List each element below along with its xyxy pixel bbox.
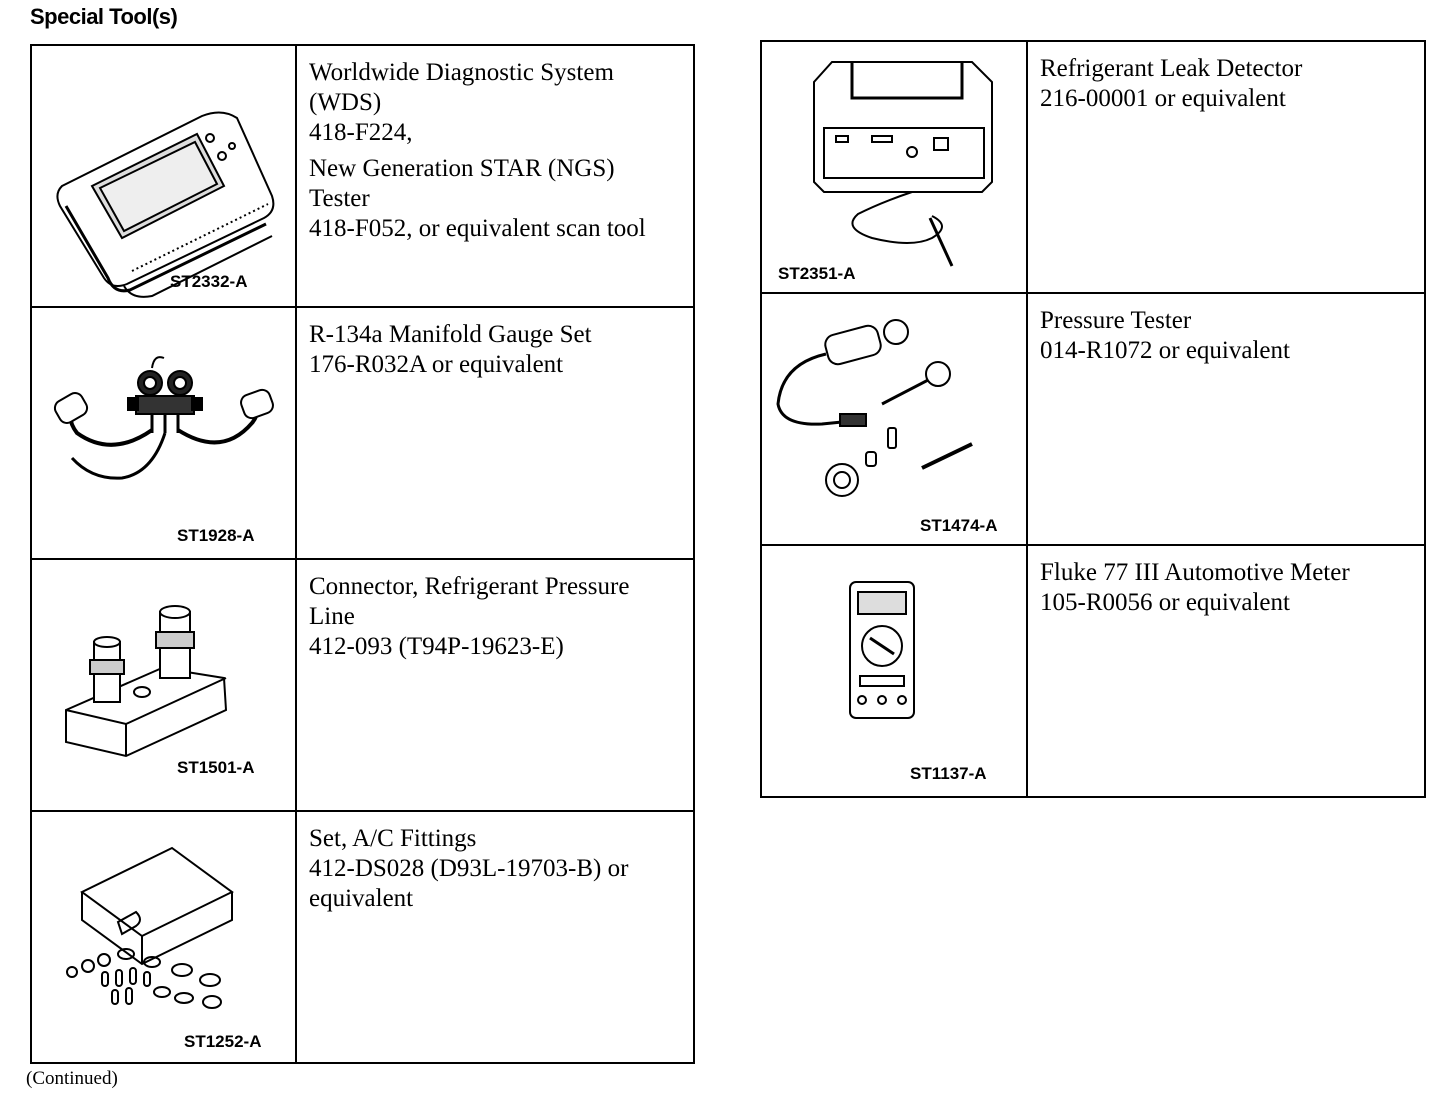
tool-description-line: 216-00001 or equivalent <box>1040 85 1286 112</box>
tool-description-line: R-134a Manifold Gauge Set <box>309 321 592 348</box>
tool-code: ST2332-A <box>170 272 248 291</box>
tool-row: ST2351-A Refrigerant Leak Detector 216-0… <box>760 40 1426 294</box>
tool-description-line: 418-F224, <box>309 119 413 146</box>
tool-description-cell: Fluke 77 III Automotive Meter 105-R0056 … <box>1026 544 1426 798</box>
tool-row: ST1501-A Connector, Refrigerant Pressure… <box>30 558 695 812</box>
tool-description-line: Pressure Tester <box>1040 307 1192 334</box>
tool-illustration-cell: ST1252-A <box>30 810 297 1064</box>
tool-illustration-cell: ST2332-A <box>30 44 297 308</box>
tool-illustration-cell: ST1474-A <box>760 292 1028 546</box>
tool-description-cell: Set, A/C Fittings 412-DS028 (D93L-19703-… <box>295 810 695 1064</box>
tool-row: ST1252-A Set, A/C Fittings 412-DS028 (D9… <box>30 810 695 1064</box>
tool-description-line: Worldwide Diagnostic System <box>309 59 614 86</box>
tool-description-cell: Worldwide Diagnostic System (WDS) 418-F2… <box>295 44 695 308</box>
tool-description-line: 105-R0056 or equivalent <box>1040 589 1290 616</box>
tool-illustration-cell: ST1928-A <box>30 306 297 560</box>
tool-description-line: Refrigerant Leak Detector <box>1040 55 1303 82</box>
tool-description-line: Connector, Refrigerant Pressure <box>309 573 630 600</box>
tool-description-line: 412-093 (T94P-19623-E) <box>309 633 564 660</box>
tool-illustration-cell: ST2351-A <box>760 40 1028 294</box>
tool-description-line: 176-R032A or equivalent <box>309 351 564 378</box>
left-tools-table: ST2332-A Worldwide Diagnostic System (WD… <box>30 44 695 1064</box>
tool-code: ST1501-A <box>177 758 255 777</box>
tool-row: ST1928-A R-134a Manifold Gauge Set 176-R… <box>30 306 695 560</box>
tool-illustration-cell: ST1501-A <box>30 558 297 812</box>
scan-tool-icon <box>56 111 275 298</box>
tool-row: ST2332-A Worldwide Diagnostic System (WD… <box>30 44 695 308</box>
tool-illustration-cell: ST1137-A <box>760 544 1028 798</box>
tool-description-line: Fluke 77 III Automotive Meter <box>1040 559 1350 586</box>
tool-description-line: Set, A/C Fittings <box>309 825 477 852</box>
tool-code: ST1252-A <box>184 1032 262 1051</box>
pressure-line-connector-icon <box>65 605 228 758</box>
continued-note: (Continued) <box>26 1068 118 1089</box>
tool-description-cell: R-134a Manifold Gauge Set 176-R032A or e… <box>295 306 695 560</box>
manifold-gauge-set-icon <box>53 356 274 480</box>
tool-description-line: 412-DS028 (D93L-19703-B) or <box>309 855 629 882</box>
tool-code: ST1928-A <box>177 526 255 545</box>
tool-description-line: Tester <box>309 185 370 212</box>
tool-description-cell: Refrigerant Leak Detector 216-00001 or e… <box>1026 40 1426 294</box>
tool-description-line: New Generation STAR (NGS) <box>309 155 615 182</box>
tool-code: ST1474-A <box>920 516 998 535</box>
page-heading: Special Tool(s) <box>30 4 178 29</box>
pressure-tester-icon <box>776 319 973 497</box>
tool-code: ST1137-A <box>910 764 987 783</box>
multimeter-icon <box>849 581 915 719</box>
tool-description-line: 014-R1072 or equivalent <box>1040 337 1290 364</box>
tool-description-line: 418-F052, or equivalent scan tool <box>309 215 646 242</box>
leak-detector-icon <box>813 61 993 267</box>
tool-description-cell: Connector, Refrigerant Pressure Line 412… <box>295 558 695 812</box>
fittings-case-icon <box>66 846 234 1009</box>
tool-description-line: Line <box>309 603 355 630</box>
tool-description-cell: Pressure Tester 014-R1072 or equivalent <box>1026 292 1426 546</box>
tool-description-line: equivalent <box>309 885 414 912</box>
right-tools-table: ST2351-A Refrigerant Leak Detector 216-0… <box>760 40 1426 798</box>
tool-description-line: (WDS) <box>309 89 382 116</box>
tool-code: ST2351-A <box>778 264 856 283</box>
tool-row: ST1474-A Pressure Tester 014-R1072 or eq… <box>760 292 1426 546</box>
tool-row: ST1137-A Fluke 77 III Automotive Meter 1… <box>760 544 1426 798</box>
